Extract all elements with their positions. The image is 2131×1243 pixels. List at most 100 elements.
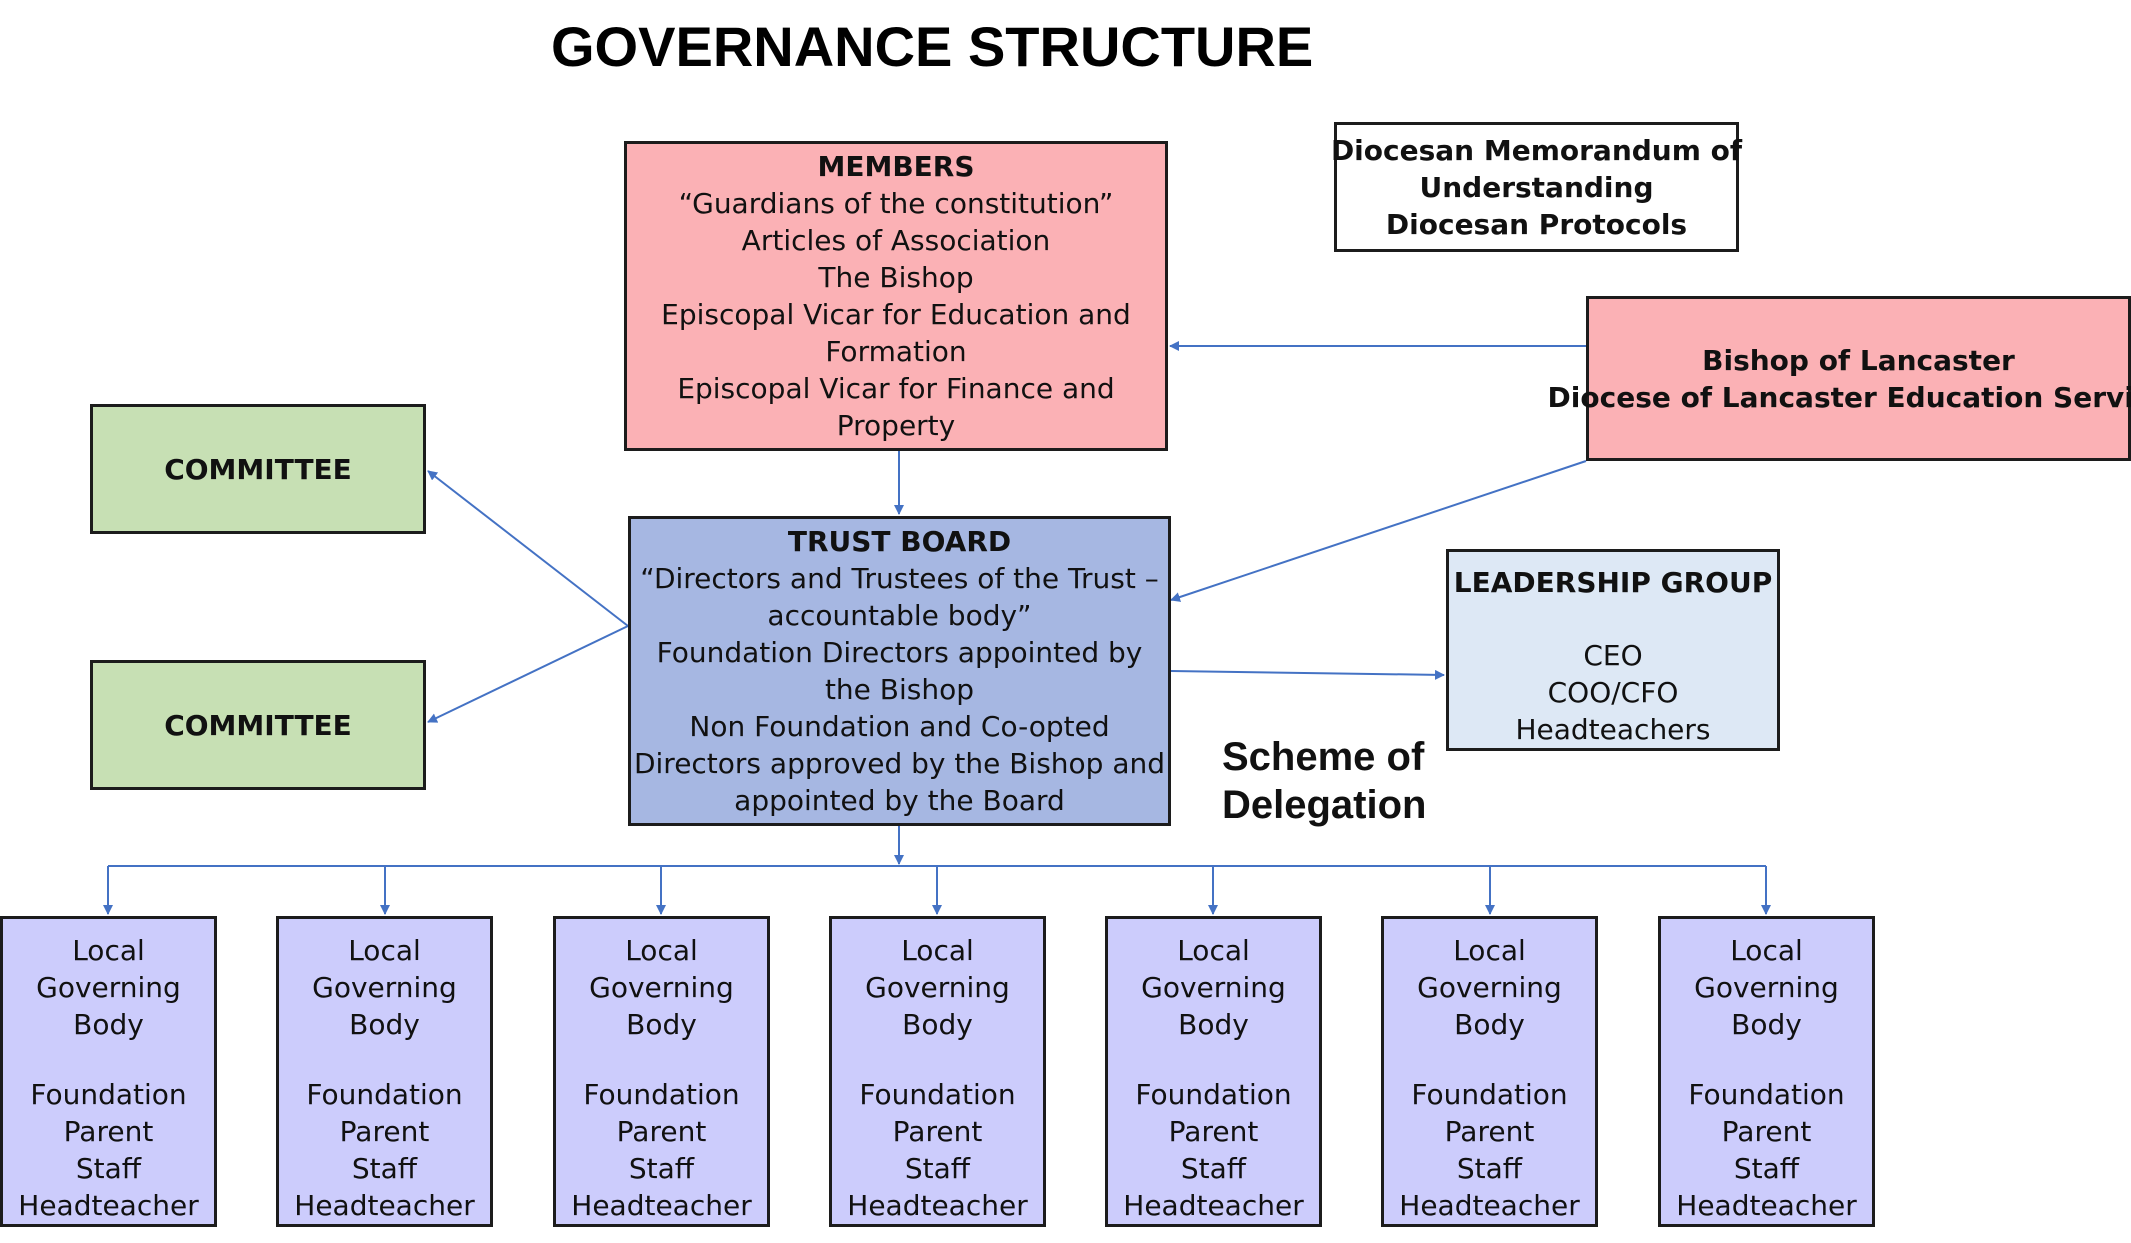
bishop-of-lancaster-box: Bishop of Lancaster Diocese of Lancaster… <box>1548 296 2131 461</box>
lgb-member-line: Headteacher <box>18 1189 199 1222</box>
trust-board-line: Foundation Directors appointed by <box>656 636 1143 669</box>
lgb-member-line: Staff <box>1733 1152 1800 1185</box>
lgb-member-line: Headteacher <box>847 1189 1028 1222</box>
lgb-title-line: Body <box>626 1008 697 1041</box>
lgb-title-line: Governing <box>1694 971 1839 1004</box>
arrow-bishop-to-trust-board <box>1170 460 1587 602</box>
diocesan-line: Diocesan Memorandum of <box>1330 133 1743 167</box>
lgb-title-line: Body <box>902 1008 973 1041</box>
scheme-line: Delegation <box>1222 783 1427 827</box>
committee-label: COMMITTEE <box>164 452 352 486</box>
committee-box-1: COMMITTEE <box>90 404 426 534</box>
lgb-title-line: Governing <box>865 971 1010 1004</box>
diocesan-line: Diocesan Protocols <box>1385 207 1688 241</box>
diocesan-protocols-box: Diocesan Memorandum of Understanding Dio… <box>1330 122 1743 252</box>
lgb-title-line: Governing <box>1141 971 1286 1004</box>
members-line: “Guardians of the constitution” <box>678 187 1114 220</box>
members-line: Episcopal Vicar for Education and <box>661 298 1131 331</box>
lgb-title-line: Body <box>1731 1008 1802 1041</box>
local-governing-body-box: Local Governing Body Foundation Parent S… <box>0 916 217 1227</box>
lgb-member-line: Headteacher <box>571 1189 752 1222</box>
members-heading: MEMBERS <box>817 150 975 183</box>
lgb-member-line: Parent <box>1168 1115 1259 1148</box>
local-governing-body-box: Local Governing Body Foundation Parent S… <box>1105 916 1322 1227</box>
lgb-title-line: Governing <box>589 971 734 1004</box>
lgb-member-line: Foundation <box>1411 1078 1568 1111</box>
lgb-member-line: Parent <box>339 1115 430 1148</box>
scheme-line: Scheme of <box>1222 735 1425 779</box>
lgb-title-line: Local <box>1453 934 1526 967</box>
lgb-member-line: Headteacher <box>1676 1189 1857 1222</box>
lgb-member-line: Parent <box>1721 1115 1812 1148</box>
trust-board-heading: TRUST BOARD <box>787 525 1012 558</box>
lgb-title-line: Body <box>1178 1008 1249 1041</box>
leadership-line: CEO <box>1583 639 1643 672</box>
local-governing-body-box: Local Governing Body Foundation Parent S… <box>553 916 770 1227</box>
lgb-member-line: Foundation <box>1688 1078 1845 1111</box>
scheme-of-delegation-label: Scheme of Delegation <box>1222 733 1482 829</box>
local-governing-body-box: Local Governing Body Foundation Parent S… <box>829 916 1046 1227</box>
lgb-title-line: Governing <box>36 971 181 1004</box>
lgb-member-line: Parent <box>63 1115 154 1148</box>
lgb-member-line: Headteacher <box>1123 1189 1304 1222</box>
leadership-line: COO/CFO <box>1547 676 1679 709</box>
lgb-member-line: Staff <box>75 1152 142 1185</box>
lgb-title-line: Local <box>625 934 698 967</box>
lgb-member-line: Staff <box>1180 1152 1247 1185</box>
leadership-group-box: LEADERSHIP GROUP CEO COO/CFO Headteacher… <box>1446 549 1780 751</box>
local-governing-body-box: Local Governing Body Foundation Parent S… <box>276 916 493 1227</box>
lgb-member-line: Foundation <box>306 1078 463 1111</box>
committee-label: COMMITTEE <box>164 708 352 742</box>
arrow-trust-board-to-committee-2 <box>427 625 629 723</box>
committee-box-2: COMMITTEE <box>90 660 426 790</box>
leadership-line: Headteachers <box>1515 713 1711 746</box>
members-line: Property <box>836 409 956 442</box>
members-line: The Bishop <box>818 261 974 294</box>
lgb-member-line: Foundation <box>583 1078 740 1111</box>
trust-board-line: “Directors and Trustees of the Trust – <box>640 562 1159 595</box>
arrow-trust-board-to-committee-1 <box>427 470 629 627</box>
lgb-title-line: Body <box>349 1008 420 1041</box>
local-governing-body-box: Local Governing Body Foundation Parent S… <box>1381 916 1598 1227</box>
lgb-title-line: Local <box>72 934 145 967</box>
bishop-line: Bishop of Lancaster <box>1702 343 2015 377</box>
lgb-member-line: Staff <box>628 1152 695 1185</box>
lgb-title-line: Local <box>1177 934 1250 967</box>
leadership-heading: LEADERSHIP GROUP <box>1453 566 1773 599</box>
trust-board-line: accountable body” <box>767 599 1032 632</box>
lgb-member-line: Staff <box>1456 1152 1523 1185</box>
trust-board-line: Directors approved by the Bishop and <box>633 747 1166 780</box>
lgb-title-line: Governing <box>312 971 457 1004</box>
local-governing-body-box: Local Governing Body Foundation Parent S… <box>1658 916 1875 1227</box>
lgb-title-line: Local <box>1730 934 1803 967</box>
lgb-title-line: Local <box>348 934 421 967</box>
lgb-member-line: Staff <box>904 1152 971 1185</box>
lgb-member-line: Headteacher <box>294 1189 475 1222</box>
lgb-title-line: Body <box>73 1008 144 1041</box>
members-box: MEMBERS “Guardians of the constitution” … <box>624 141 1168 451</box>
lgb-member-line: Foundation <box>30 1078 187 1111</box>
lgb-title-line: Local <box>901 934 974 967</box>
trust-board-line: the Bishop <box>824 673 975 706</box>
members-line: Episcopal Vicar for Finance and <box>677 372 1115 405</box>
trust-board-line: Non Foundation and Co-opted <box>689 710 1110 743</box>
lgb-member-line: Staff <box>351 1152 418 1185</box>
trust-board-box: TRUST BOARD “Directors and Trustees of t… <box>628 516 1171 826</box>
trust-board-line: appointed by the Board <box>734 784 1065 817</box>
lgb-member-line: Parent <box>1444 1115 1535 1148</box>
bishop-line: Diocese of Lancaster Education Service <box>1547 380 2131 414</box>
members-line: Formation <box>825 335 967 368</box>
lgb-title-line: Governing <box>1417 971 1562 1004</box>
lgb-member-line: Foundation <box>1135 1078 1292 1111</box>
page-title: GOVERNANCE STRUCTURE <box>551 15 1314 78</box>
arrow-trust-board-to-leadership <box>1170 669 1445 680</box>
lgb-title-line: Body <box>1454 1008 1525 1041</box>
lgb-member-line: Parent <box>892 1115 983 1148</box>
lgb-member-line: Parent <box>616 1115 707 1148</box>
diocesan-line: Understanding <box>1419 170 1654 204</box>
lgb-member-line: Headteacher <box>1399 1189 1580 1222</box>
lgb-member-line: Foundation <box>859 1078 1016 1111</box>
members-line: Articles of Association <box>741 224 1051 257</box>
